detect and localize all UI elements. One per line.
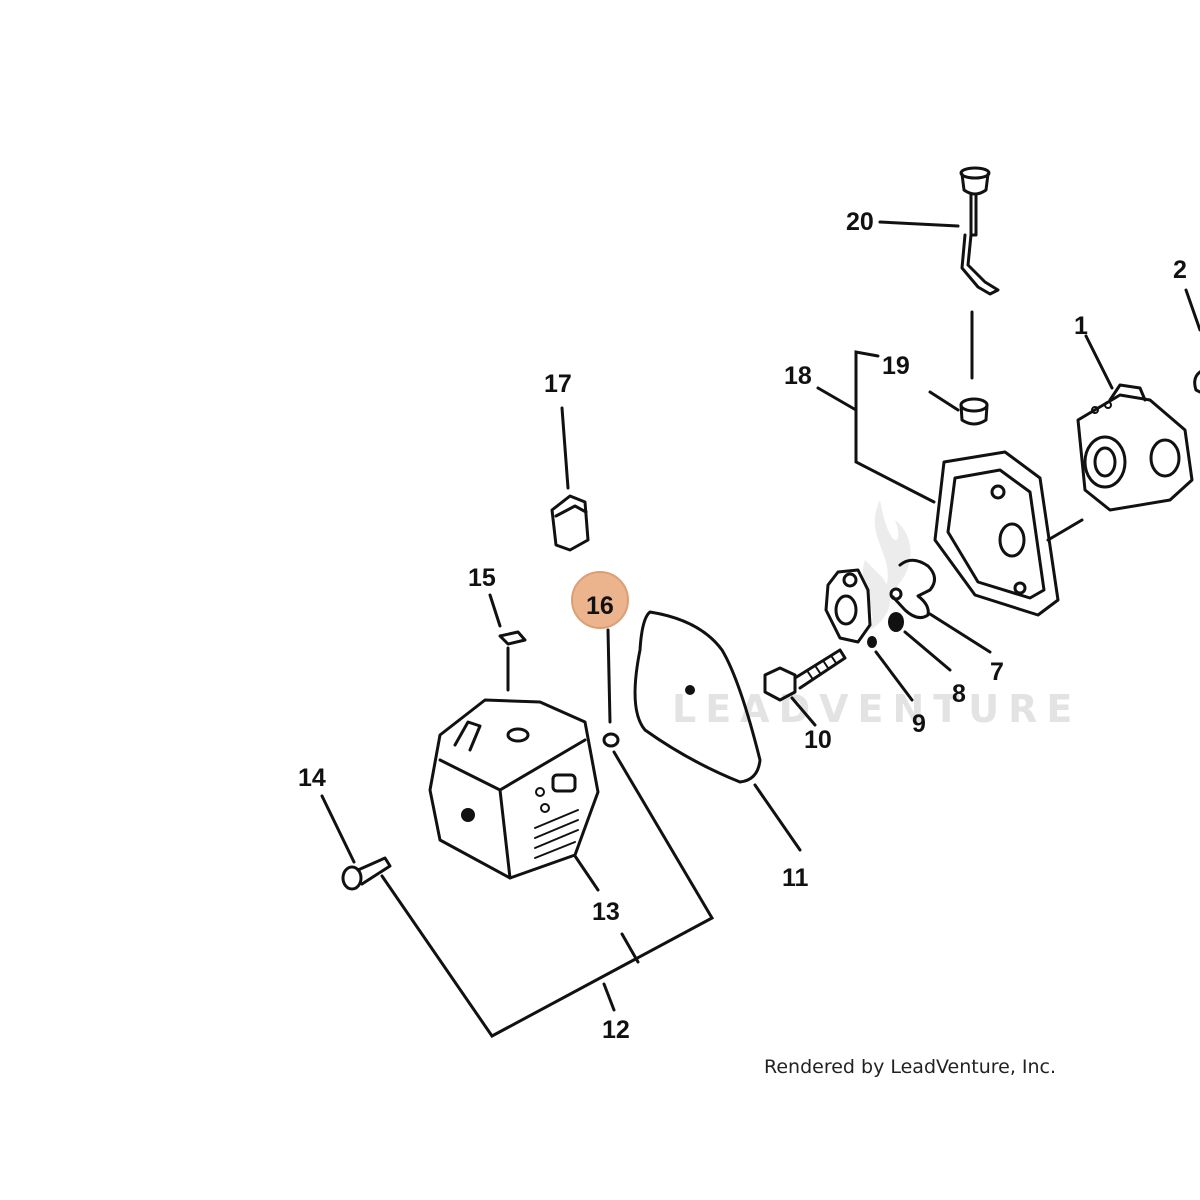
leader-11 xyxy=(753,783,802,852)
leader-7 xyxy=(928,612,992,654)
leader-10 xyxy=(790,696,817,727)
part-2-partial[interactable] xyxy=(1184,288,1200,394)
callout-13[interactable]: 13 xyxy=(592,898,620,926)
callout-10[interactable]: 10 xyxy=(804,726,832,754)
part-7-clip[interactable] xyxy=(889,558,936,620)
part-10-bolt[interactable] xyxy=(763,648,847,702)
callout-11[interactable]: 11 xyxy=(782,864,809,892)
leader-20 xyxy=(878,220,960,228)
leader-13 xyxy=(573,854,600,892)
callout-17[interactable]: 17 xyxy=(544,370,572,398)
callout-2[interactable]: 2 xyxy=(1173,256,1187,284)
part-15-clip[interactable] xyxy=(498,630,527,646)
part-11-filter-element[interactable] xyxy=(633,610,762,784)
bracket-18-19 xyxy=(854,350,936,504)
callout-7[interactable]: 7 xyxy=(990,658,1004,686)
leader-14 xyxy=(320,794,356,864)
leader-12 xyxy=(602,982,616,1012)
part-17-latch[interactable] xyxy=(550,406,590,552)
leader-15 xyxy=(488,593,502,628)
render-credit: Rendered by LeadVenture, Inc. xyxy=(764,1056,1057,1078)
callout-9[interactable]: 9 xyxy=(912,710,926,738)
part-18-filter-base[interactable] xyxy=(933,450,1084,617)
callout-19[interactable]: 19 xyxy=(882,352,910,380)
part-14-screw[interactable] xyxy=(341,856,392,891)
callout-8[interactable]: 8 xyxy=(952,680,966,708)
watermark-logo xyxy=(862,500,911,630)
leader-13-bracket xyxy=(620,932,640,964)
part-9-choke-plate[interactable] xyxy=(824,568,877,648)
leader-9 xyxy=(874,650,914,702)
callout-20[interactable]: 20 xyxy=(846,208,874,236)
part-20-choke-rod[interactable] xyxy=(959,166,1000,296)
part-19-grommet[interactable] xyxy=(959,310,989,426)
part-13-filter-cover[interactable] xyxy=(428,698,600,880)
callout-15[interactable]: 15 xyxy=(468,564,496,592)
highlight-callout-16 xyxy=(571,571,629,629)
callout-1[interactable]: 1 xyxy=(1074,312,1088,340)
callout-14[interactable]: 14 xyxy=(298,764,326,792)
watermark-text: LEADVENTURE xyxy=(672,687,1081,731)
part-16-o-ring[interactable] xyxy=(602,628,620,748)
bracket-12 xyxy=(380,750,715,1038)
leader-19 xyxy=(928,390,960,412)
callout-18[interactable]: 18 xyxy=(784,362,812,390)
leader-1 xyxy=(1084,334,1114,390)
part-8-washer[interactable] xyxy=(888,612,904,632)
part-1-carburetor[interactable] xyxy=(1076,383,1194,512)
leader-18 xyxy=(816,386,858,412)
leader-8 xyxy=(903,630,952,672)
callout-16[interactable]: 16 xyxy=(586,592,614,620)
callout-12[interactable]: 12 xyxy=(602,1016,630,1044)
